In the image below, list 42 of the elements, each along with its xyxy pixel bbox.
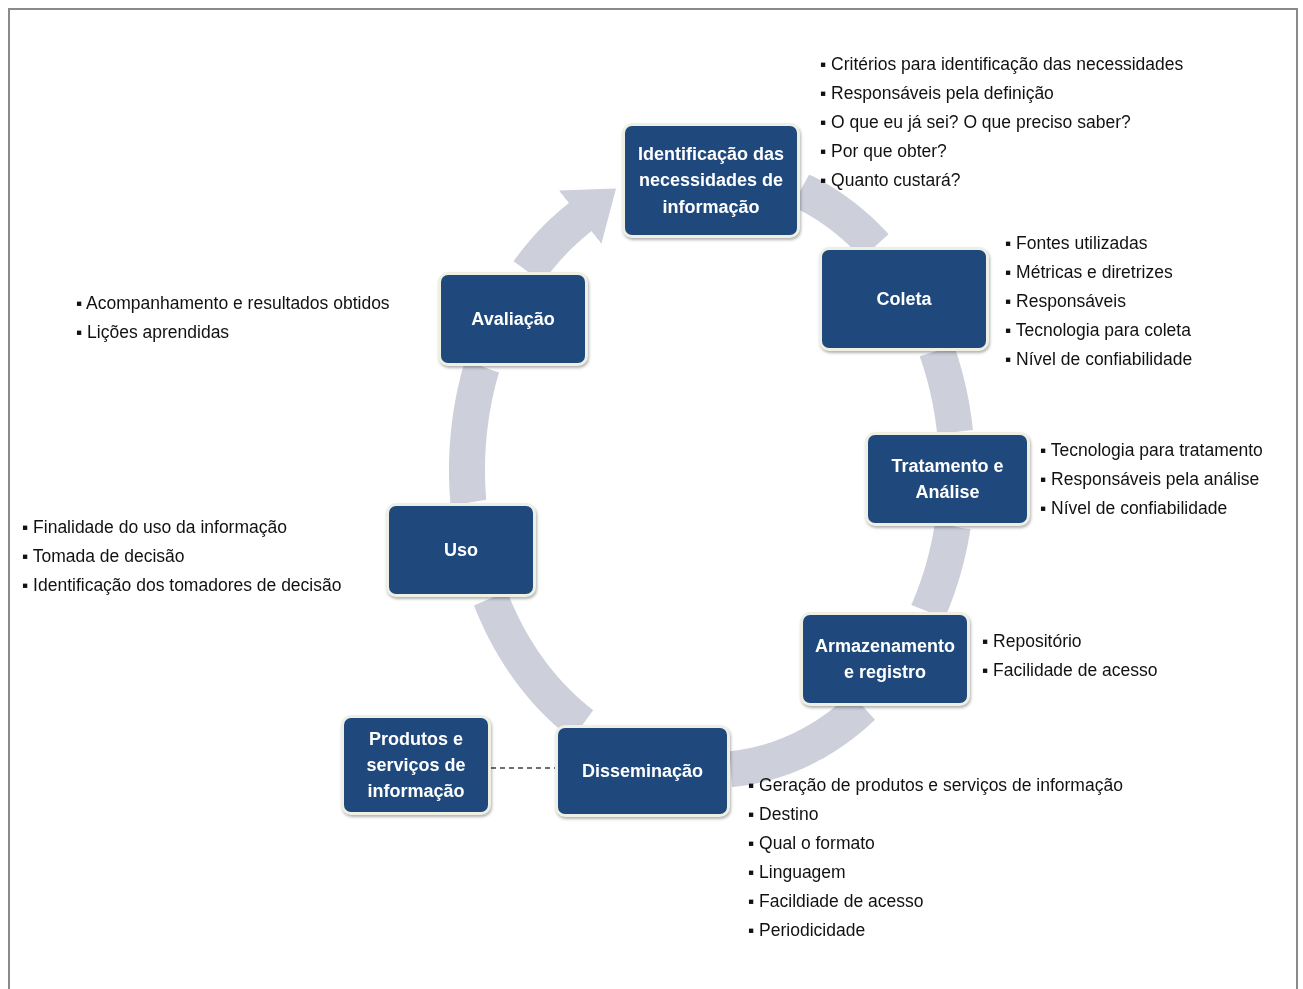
bullet-item: ▪ Nível de confiabilidade	[1005, 348, 1193, 371]
process-box	[800, 612, 970, 706]
bullet-item: ▪ Métricas e diretrizes	[1005, 261, 1174, 284]
box-label: Tratamento e Análise	[890, 454, 1005, 504]
process-box	[386, 503, 536, 597]
bullet-item: ▪ Responsáveis pela análise	[1040, 468, 1261, 491]
process-box	[341, 715, 491, 815]
box-label: Disseminação	[581, 759, 704, 783]
bullet-item: ▪ Tecnologia para coleta	[1005, 319, 1192, 342]
process-box	[438, 272, 588, 366]
bullet-item: ▪ Facildiade de acesso	[748, 890, 925, 913]
bullet-item: ▪ Critérios para identificação das necessidades	[820, 53, 1184, 76]
bullet-item: ▪ Por que obter?	[820, 140, 948, 163]
bullet-item: ▪ Acompanhamento e resultados obtidos	[76, 292, 390, 315]
process-box	[819, 247, 989, 351]
bullet-item: ▪ Qual o formato	[748, 832, 876, 855]
bullet-item: ▪ Finalidade do uso da informação	[22, 516, 288, 539]
process-box	[555, 725, 730, 817]
bullet-item: ▪ Linguagem	[748, 861, 847, 884]
bullet-item: ▪ Quanto custará?	[820, 169, 962, 192]
bullet-item: ▪ Responsáveis pela definição	[820, 82, 1055, 105]
process-box	[622, 123, 800, 238]
box-label: Avaliação	[471, 307, 555, 331]
bullet-item: ▪ O que eu já sei? O que preciso saber?	[820, 111, 1132, 134]
bullet-item: ▪ Geração de produtos e serviços de informação	[748, 774, 1123, 797]
bullet-item: ▪ Periodicidade	[748, 919, 867, 942]
box-label: Produtos e serviços de informação	[365, 727, 467, 804]
box-label: Identificação das necessidades de informação	[636, 143, 786, 219]
box-label: Armazenamento e registro	[813, 634, 956, 684]
bullet-item: ▪ Destino	[748, 803, 820, 826]
bullet-item: ▪ Tecnologia para tratamento	[1040, 439, 1263, 462]
box-label: Uso	[444, 538, 478, 562]
bullet-item: ▪ Tomada de decisão	[22, 545, 186, 568]
process-box	[865, 432, 1030, 526]
box-label: Coleta	[876, 287, 932, 311]
bullet-item: ▪ Facilidade de acesso	[982, 659, 1158, 682]
bullet-item: ▪ Fontes utilizadas	[1005, 232, 1149, 255]
bullet-item: ▪ Identificação dos tomadores de decisão	[22, 574, 342, 597]
bullet-item: ▪ Repositório	[982, 630, 1083, 653]
bullet-item: ▪ Lições aprendidas	[76, 321, 231, 344]
bullet-item: ▪ Responsáveis	[1005, 290, 1127, 313]
bullet-item: ▪ Nível de confiabilidade	[1040, 497, 1229, 520]
